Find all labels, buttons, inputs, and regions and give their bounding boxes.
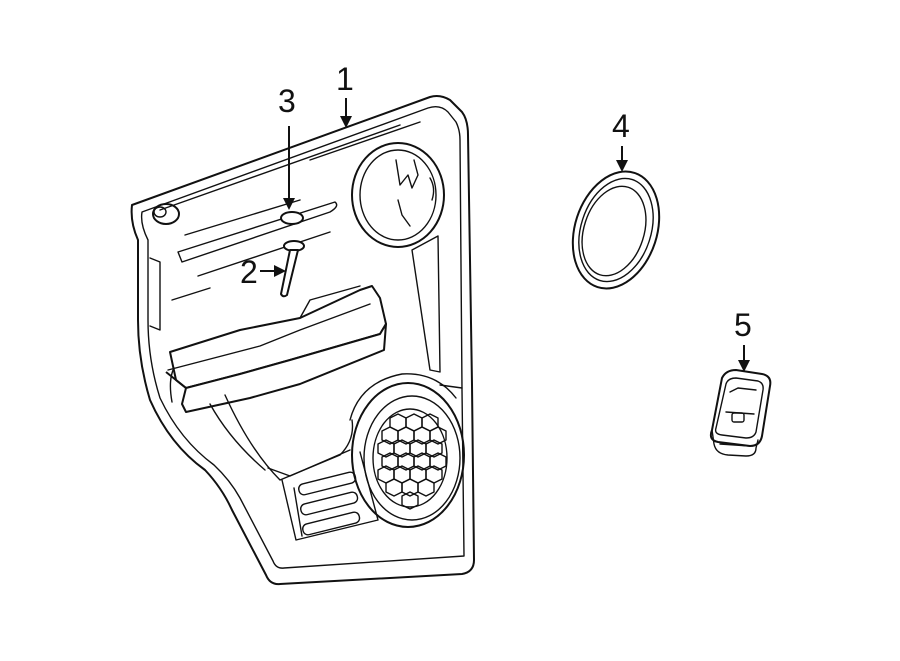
door-trim-panel (130, 95, 475, 586)
part-2-push-pin (280, 240, 305, 298)
speaker-hex-pattern (377, 413, 447, 510)
callout-5: 5 (734, 307, 752, 343)
part-4-ring (571, 170, 661, 290)
callout-3: 3 (278, 83, 296, 119)
part-3-plug (280, 211, 304, 225)
callout-4: 4 (612, 108, 630, 144)
callout-1: 1 (336, 61, 354, 97)
callout-2: 2 (240, 254, 258, 290)
part-5-switch (709, 369, 772, 457)
